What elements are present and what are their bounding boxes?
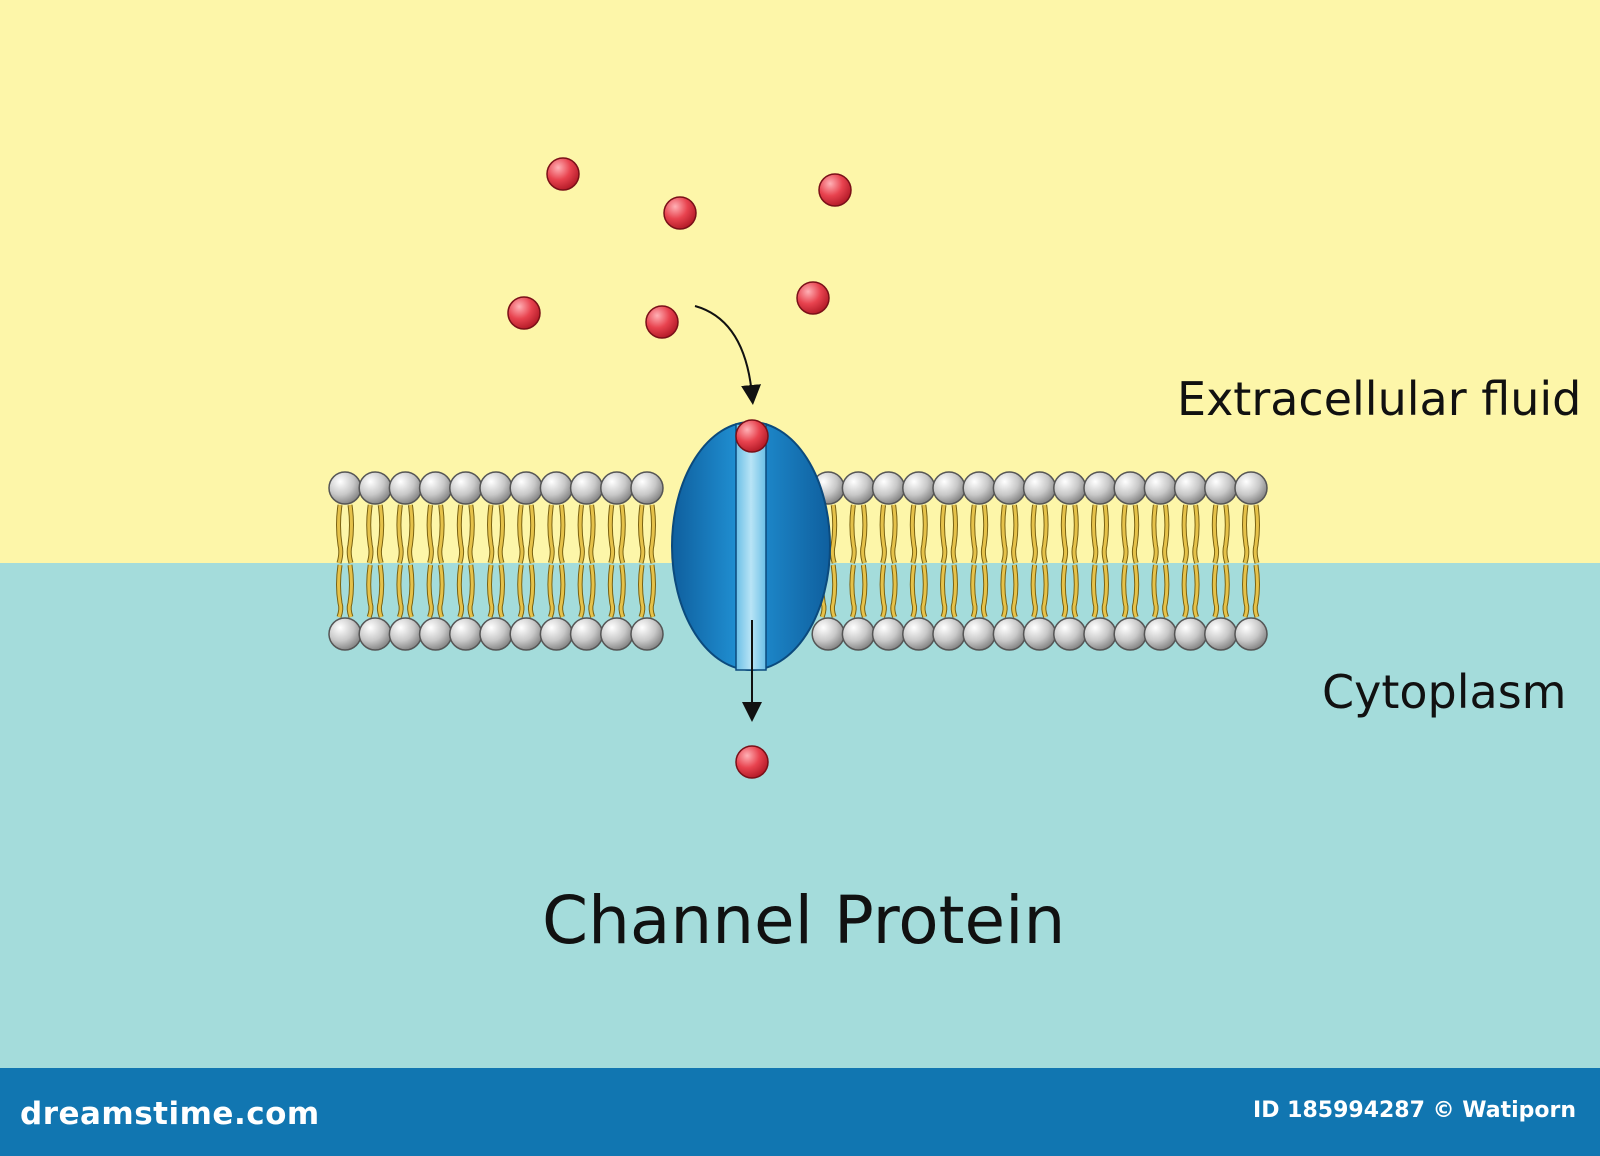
molecule — [796, 281, 830, 315]
molecule — [735, 745, 769, 779]
phospholipid — [569, 471, 604, 651]
phospholipid — [1173, 471, 1208, 651]
entry-arrow — [694, 305, 762, 405]
phospholipid — [328, 471, 362, 651]
phospholipid — [1204, 471, 1238, 651]
phospholipid — [539, 471, 574, 651]
phospholipid — [1083, 471, 1117, 651]
phospholipid — [871, 471, 906, 651]
phospholipid — [630, 471, 664, 651]
phospholipid — [992, 471, 1027, 651]
dreamstime-logo: dreamstime.com — [20, 1096, 320, 1132]
phospholipid — [1022, 471, 1057, 651]
phospholipid — [1053, 471, 1087, 651]
cytoplasm-label: Cytoplasm — [1322, 665, 1567, 719]
phospholipid — [1113, 471, 1147, 651]
phospholipid — [418, 471, 453, 651]
molecule — [546, 157, 580, 191]
molecule — [735, 419, 769, 453]
extracellular-label: Extracellular fluid — [1177, 372, 1582, 426]
phospholipid — [479, 471, 513, 651]
phospholipid — [509, 471, 543, 651]
molecule — [663, 196, 697, 230]
membrane-diagram — [328, 157, 1268, 779]
lipid-bilayer — [328, 471, 1268, 651]
image-credit: ID 185994287 © Watiporn — [1253, 1098, 1576, 1123]
footer-bar — [0, 1068, 1600, 1156]
phospholipid — [841, 471, 876, 651]
phospholipid — [962, 471, 996, 651]
molecules — [507, 157, 852, 779]
phospholipid — [932, 471, 966, 651]
molecule — [818, 173, 852, 207]
molecule — [507, 296, 541, 330]
phospholipid — [358, 471, 392, 651]
diagram-title: Channel Protein — [542, 882, 1066, 959]
phospholipid — [902, 471, 936, 651]
cytoplasm-region — [0, 563, 1600, 1068]
phospholipid — [1143, 471, 1178, 651]
phospholipid — [449, 471, 483, 651]
phospholipid — [1234, 471, 1268, 651]
molecule — [645, 305, 679, 339]
phospholipid — [388, 471, 423, 651]
phospholipid — [600, 471, 634, 651]
